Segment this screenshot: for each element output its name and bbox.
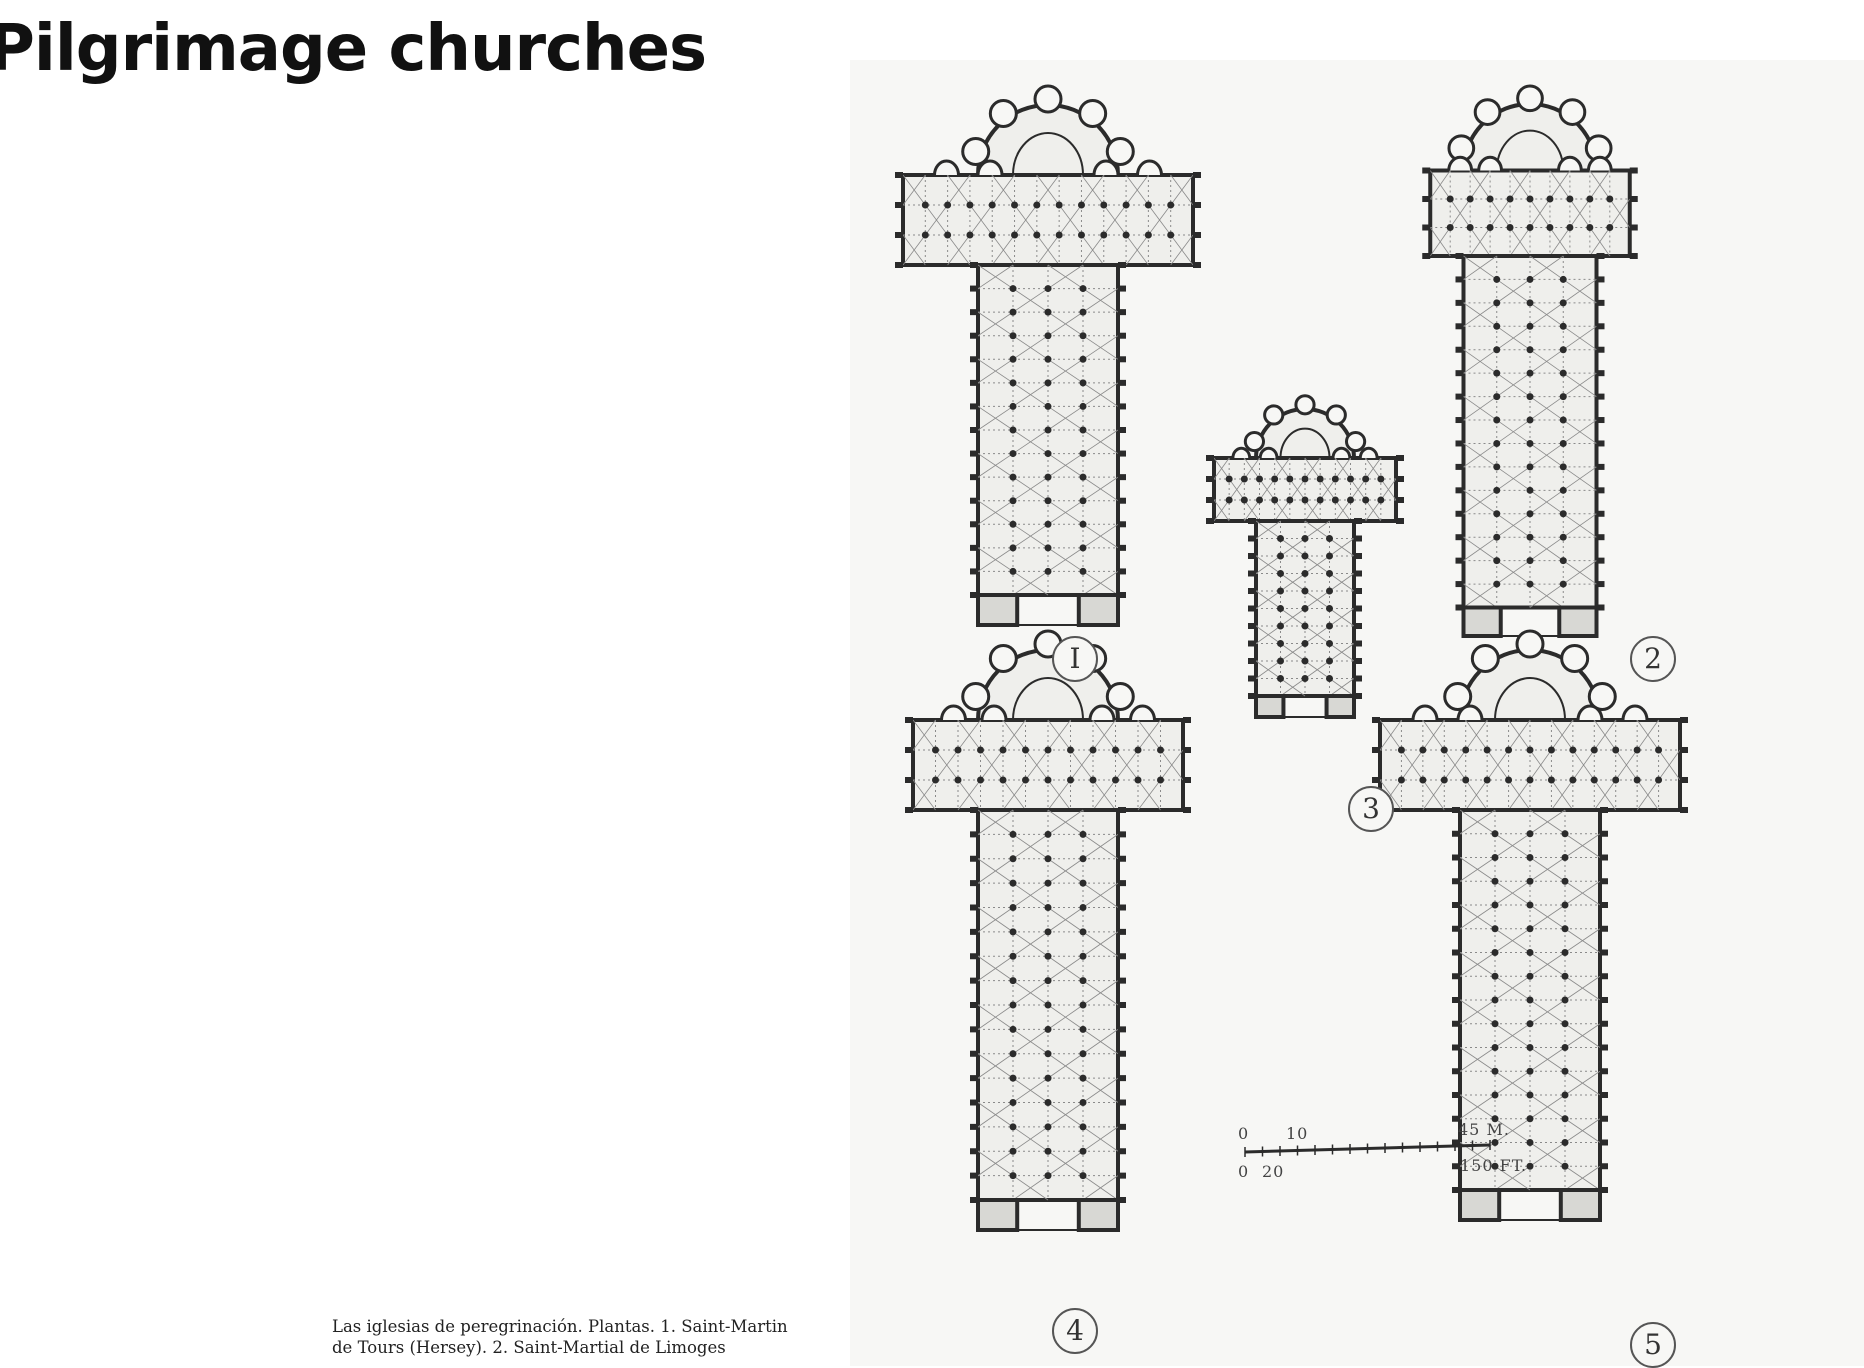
plan-number-3: 3 bbox=[1348, 786, 1394, 832]
church-plan-4 bbox=[905, 629, 1191, 1232]
plan-number-5: 5 bbox=[1630, 1322, 1676, 1368]
scale-bar-graphic bbox=[1244, 1140, 1491, 1157]
scale-imperial-end: 150 FT. bbox=[1460, 1156, 1528, 1175]
church-plan-1 bbox=[895, 84, 1201, 627]
plan-number-1: I bbox=[1052, 636, 1098, 682]
caption-line-2: de Tours (Hersey). 2. Saint-Martial de L… bbox=[332, 1338, 726, 1357]
scale-imperial-zero: 0 bbox=[1238, 1162, 1250, 1181]
plan-number-2: 2 bbox=[1630, 636, 1676, 682]
figure-caption: Las iglesias de peregrinación. Plantas. … bbox=[332, 1316, 792, 1358]
plan-number-4: 4 bbox=[1052, 1308, 1098, 1354]
church-plan-3 bbox=[1206, 394, 1404, 719]
caption-line-1: Las iglesias de peregrinación. Plantas. … bbox=[332, 1317, 788, 1336]
scale-metric-mid: 10 bbox=[1286, 1124, 1309, 1143]
scale-metric-zero: 0 bbox=[1238, 1124, 1250, 1143]
slide-title: Pilgrimage churches bbox=[0, 12, 707, 86]
scale-metric-end: 45 M. bbox=[1458, 1120, 1510, 1139]
scale-imperial-mid: 20 bbox=[1262, 1162, 1285, 1181]
floor-plans-drawing bbox=[895, 84, 1688, 1232]
church-plan-5 bbox=[1372, 629, 1688, 1222]
floor-plans-plate: I 2 3 4 5 0 10 45 M. 0 20 150 FT. bbox=[850, 60, 1864, 1368]
church-plan-2 bbox=[1422, 84, 1638, 638]
